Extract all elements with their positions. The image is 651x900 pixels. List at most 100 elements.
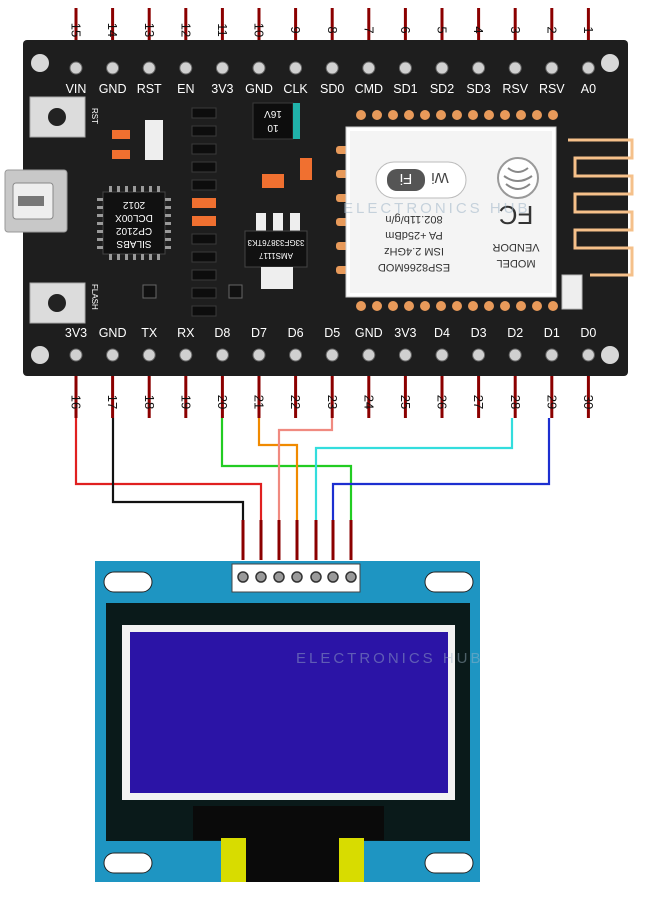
header-pin-top: [581, 61, 595, 75]
header-pin-bottom: [179, 348, 193, 362]
bottom-pin-label: 3V3: [394, 326, 416, 340]
top-pin-number: 3: [508, 26, 523, 33]
bottom-pin-number: 17: [105, 395, 120, 409]
header-pin-top: [545, 61, 559, 75]
esp-top-pads: [356, 110, 558, 120]
esp-model-line-2: ISM 2.4GHz: [384, 245, 444, 257]
bottom-pin-label: D1: [544, 326, 560, 340]
nodemcu-board: RST FLASH SILABS CP2102 DCL00X 2012: [4, 40, 634, 376]
bottom-pin-label: D5: [324, 326, 340, 340]
pcb-antenna: [568, 138, 634, 277]
top-pin-number: 11: [215, 23, 230, 37]
bottom-pin-number: 22: [288, 395, 303, 409]
bottom-pin-number: 19: [178, 395, 193, 409]
header-pin-top: [435, 61, 449, 75]
header-pin-top: [325, 61, 339, 75]
top-pin-label: RSV: [502, 82, 528, 96]
bottom-pin-number: 18: [142, 395, 157, 409]
watermark-oled: ELECTRONICS HUB: [296, 650, 484, 667]
header-pin-top: [252, 61, 266, 75]
espressif-logo: [497, 157, 539, 199]
rst-label: RST: [90, 108, 99, 124]
oled-pin-stubs: [241, 520, 353, 560]
oled-screen: [130, 632, 448, 793]
top-pin-label: SD3: [466, 82, 490, 96]
cp2102-line-1: SILABS: [116, 238, 151, 249]
bottom-pin-label: GND: [355, 326, 383, 340]
top-pin-number: 10: [252, 23, 267, 37]
top-pin-number: 9: [288, 26, 303, 33]
header-pin-top: [142, 61, 156, 75]
wifi-logo-fi: Fi: [400, 170, 413, 187]
mount-hole: [31, 54, 49, 72]
top-pin-label: VIN: [66, 82, 87, 96]
header-pin-bottom: [215, 348, 229, 362]
header-pin-top: [362, 61, 376, 75]
bottom-pin-label: TX: [141, 326, 158, 340]
oled-mount-hole: [424, 571, 474, 593]
bottom-pin-number: 30: [581, 395, 596, 409]
header-pin-bottom: [398, 348, 412, 362]
bottom-pin-label: D7: [251, 326, 267, 340]
oled-mount-hole: [103, 852, 153, 874]
header-pin-bottom: [252, 348, 266, 362]
header-pin-bottom: [508, 348, 522, 362]
mount-hole: [601, 346, 619, 364]
header-pin-bottom: [69, 348, 83, 362]
wires: [74, 418, 551, 520]
top-pin-number: 15: [69, 23, 84, 37]
bottom-pin-label: RX: [177, 326, 195, 340]
wire-d8-cs: [220, 418, 353, 520]
ams1117-regulator: [244, 230, 308, 268]
oled-mount-hole: [103, 571, 153, 593]
top-pin-label: A0: [581, 82, 596, 96]
header-pin-top: [289, 61, 303, 75]
esp-bottom-pads: [356, 301, 558, 311]
flash-label: FLASH: [90, 284, 99, 310]
regulator-line-1: AMS1117: [258, 251, 292, 260]
ribbon-left: [221, 838, 246, 882]
top-pin-label: GND: [99, 82, 127, 96]
top-pin-number: 14: [105, 23, 120, 37]
header-pin-top: [179, 61, 193, 75]
header-pin-bottom: [325, 348, 339, 362]
top-pin-label: SD1: [393, 82, 417, 96]
esp-vendor: VENDOR: [492, 241, 539, 253]
top-pin-label: EN: [177, 82, 194, 96]
bottom-pin-stubs: [74, 372, 590, 418]
cp2102-line-4: 2012: [122, 199, 145, 210]
header-pin-top: [472, 61, 486, 75]
cp2102-chip: [102, 191, 166, 255]
top-pin-number: 12: [178, 23, 193, 37]
header-pin-bottom: [142, 348, 156, 362]
top-pin-number: 4: [471, 26, 486, 33]
top-pin-label: CLK: [283, 82, 308, 96]
bottom-pin-label: D8: [214, 326, 230, 340]
top-pin-number: 7: [361, 26, 376, 33]
header-pin-bottom: [472, 348, 486, 362]
header-pin-top: [69, 61, 83, 75]
bottom-pin-label: D6: [288, 326, 304, 340]
oled-mount-hole: [424, 852, 474, 874]
esp-model-line-1: ESP8266MOD: [378, 261, 450, 273]
fc-logo: FC: [499, 200, 534, 230]
bottom-pin-number: 25: [398, 395, 413, 409]
wire-gnd-gnd: [111, 418, 245, 520]
cap-value: 10: [267, 122, 279, 133]
capacitor: [252, 102, 294, 140]
cp2102-line-3: DCL00X: [115, 212, 153, 223]
esp-model-label: MODEL: [496, 257, 535, 269]
top-pin-number: 13: [142, 23, 157, 37]
header-pin-bottom: [362, 348, 376, 362]
esp-model-line-3: PA +25dBm: [385, 229, 443, 241]
header-pin-bottom: [435, 348, 449, 362]
bottom-pin-number: 23: [325, 395, 340, 409]
top-pin-label: GND: [245, 82, 273, 96]
passives-column: [191, 107, 217, 317]
header-pin-bottom: [289, 348, 303, 362]
wire-d2-res: [314, 418, 514, 520]
mount-hole: [31, 346, 49, 364]
